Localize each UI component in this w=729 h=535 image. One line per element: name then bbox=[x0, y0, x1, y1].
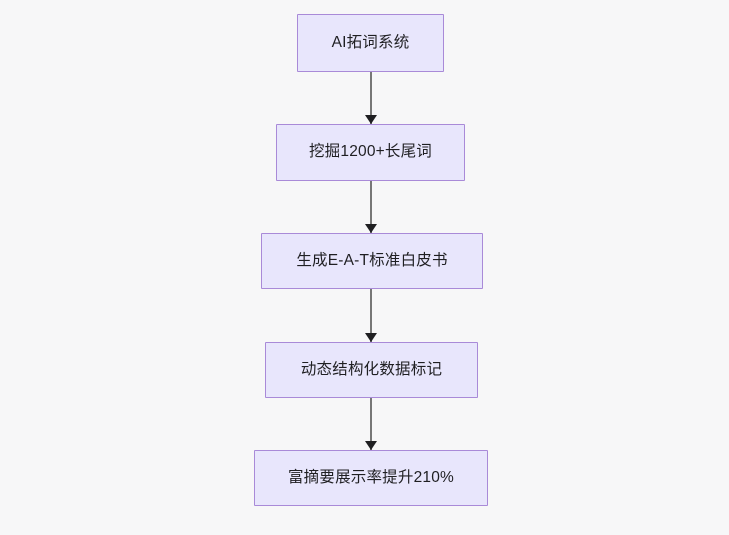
connector-line bbox=[370, 398, 372, 450]
flowchart-node-2[interactable]: 挖掘1200+长尾词 bbox=[276, 124, 465, 181]
connector-line bbox=[370, 72, 372, 124]
flowchart-node-3[interactable]: 生成E-A-T标准白皮书 bbox=[261, 233, 483, 289]
connector-line bbox=[370, 289, 372, 342]
flowchart-node-label: 动态结构化数据标记 bbox=[300, 360, 443, 378]
flowchart-node-5[interactable]: 富摘要展示率提升210% bbox=[254, 450, 488, 506]
flowchart-node-label: 富摘要展示率提升210% bbox=[287, 468, 455, 486]
connector-node4-node5 bbox=[364, 398, 378, 450]
connector-node3-node4 bbox=[364, 289, 378, 342]
arrow-down-icon bbox=[365, 115, 377, 124]
flowchart-node-label: 挖掘1200+长尾词 bbox=[308, 143, 433, 161]
flowchart-node-label: 生成E-A-T标准白皮书 bbox=[296, 251, 448, 269]
flowchart-node-label: AI拓词系统 bbox=[331, 33, 410, 51]
connector-node1-node2 bbox=[364, 72, 378, 124]
arrow-down-icon bbox=[365, 441, 377, 450]
flowchart-node-1[interactable]: AI拓词系统 bbox=[297, 14, 444, 72]
arrow-down-icon bbox=[365, 224, 377, 233]
connector-node2-node3 bbox=[364, 181, 378, 233]
connector-line bbox=[370, 181, 372, 233]
arrow-down-icon bbox=[365, 333, 377, 342]
flowchart-node-4[interactable]: 动态结构化数据标记 bbox=[265, 342, 478, 398]
